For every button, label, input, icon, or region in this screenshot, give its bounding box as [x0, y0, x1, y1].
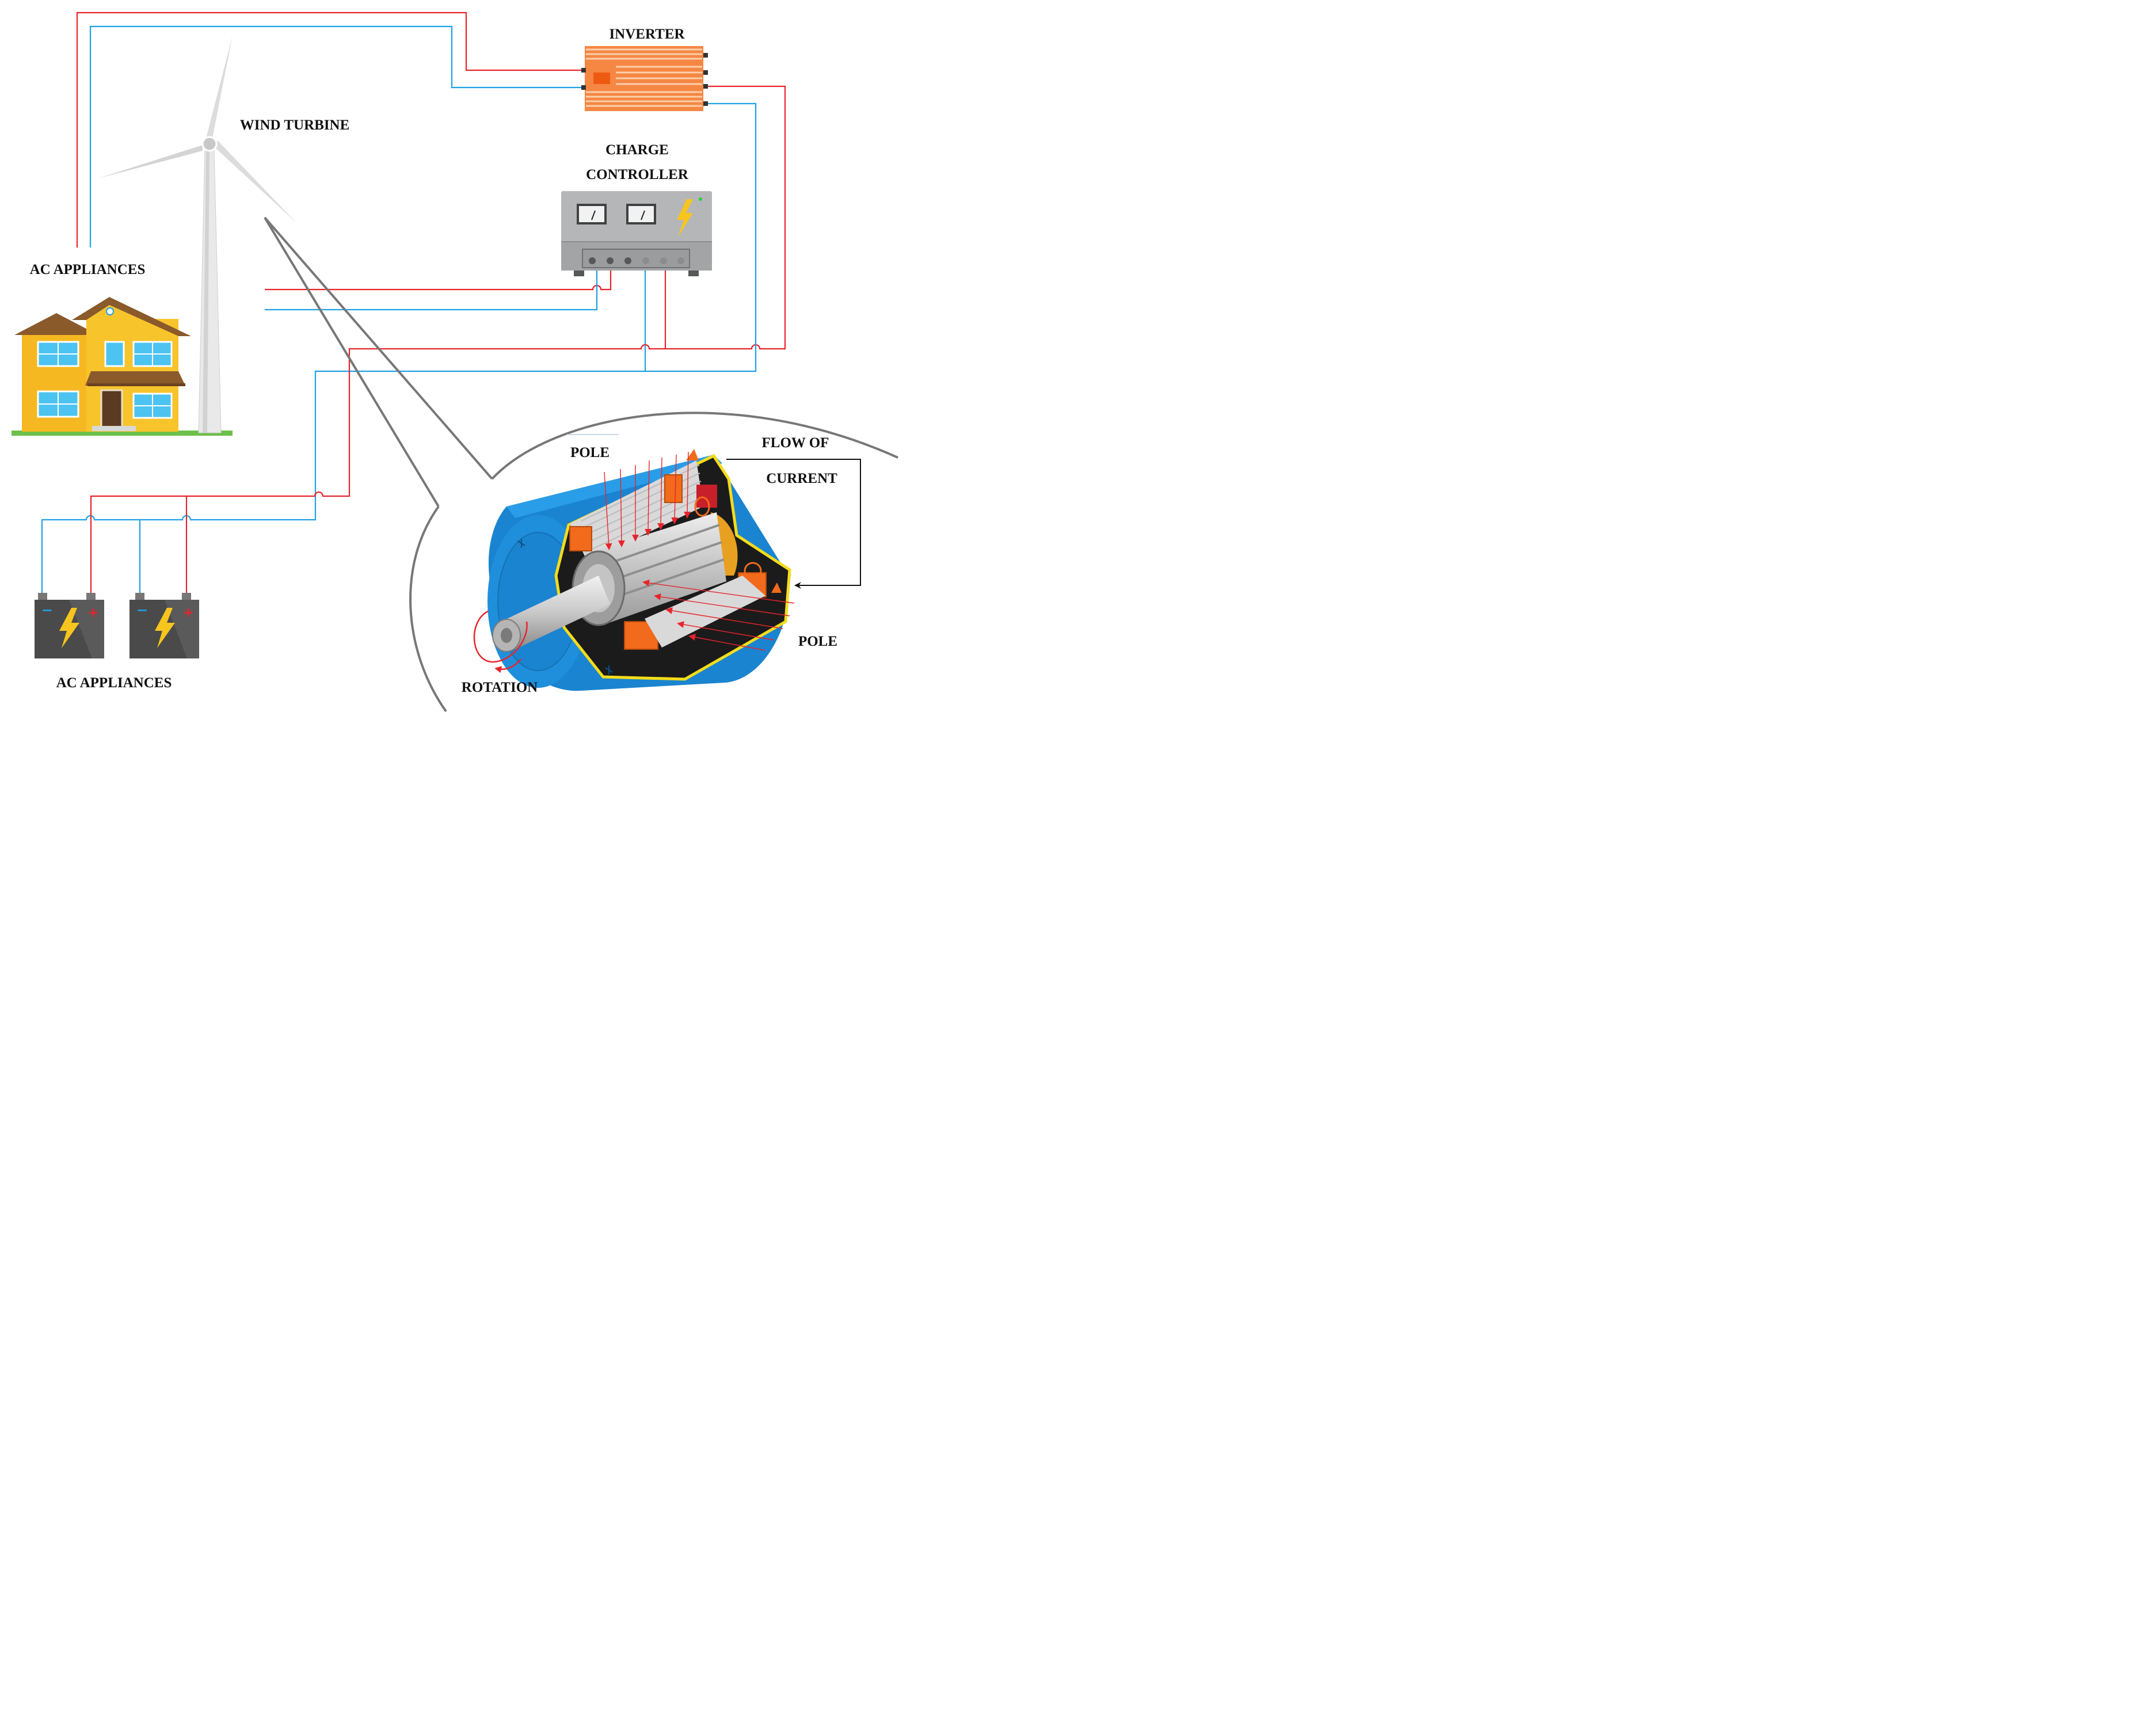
battery1-negative-label: − — [41, 602, 53, 618]
charge-controller-label-line1: CHARGE — [605, 142, 669, 158]
house-icon — [12, 297, 233, 436]
wind-turbine-icon — [98, 36, 297, 433]
wire-controller-battery-positive — [90, 265, 666, 594]
battery-icon: − + — [35, 593, 104, 658]
battery2-negative-label: − — [136, 602, 148, 618]
lightning-bolt-icon — [677, 199, 693, 237]
rotation-label: ROTATION — [462, 680, 538, 695]
flow-of-current-label-line2: CURRENT — [766, 471, 837, 486]
inverter-label: INVERTER — [609, 26, 685, 42]
charge-controller-label-line2: CONTROLLER — [586, 167, 689, 182]
wire-turbine-controller-negative — [265, 265, 598, 311]
pole-label-top: POLE — [570, 445, 610, 460]
battery-icon: − + — [129, 593, 199, 658]
wire-house-inverter-negative — [89, 25, 585, 247]
wire-house-inverter-positive — [76, 12, 585, 247]
ac-appliances-label-top: AC APPLIANCES — [30, 262, 146, 277]
battery1-positive-label: + — [87, 604, 99, 620]
ac-appliances-label-bottom: AC APPLIANCES — [56, 675, 172, 691]
inverter-icon — [581, 46, 708, 111]
wire-inverter-bus-negative — [645, 102, 757, 372]
wire-inverter-bus-positive — [665, 85, 786, 350]
flow-of-current-label-line1: FLOW OF — [762, 435, 829, 451]
wind-turbine-label: WIND TURBINE — [240, 117, 350, 133]
generator-cutaway-icon — [473, 449, 795, 691]
battery2-positive-label: + — [182, 604, 194, 620]
charge-controller-icon — [561, 191, 712, 276]
flow-of-current-arrow — [726, 459, 861, 589]
zoom-callout — [264, 216, 898, 713]
wind-power-system-diagram: − + − + — [12, 12, 898, 713]
wire-controller-battery-negative — [41, 265, 646, 594]
pole-label-bottom: POLE — [798, 634, 837, 649]
wiring — [41, 12, 786, 594]
